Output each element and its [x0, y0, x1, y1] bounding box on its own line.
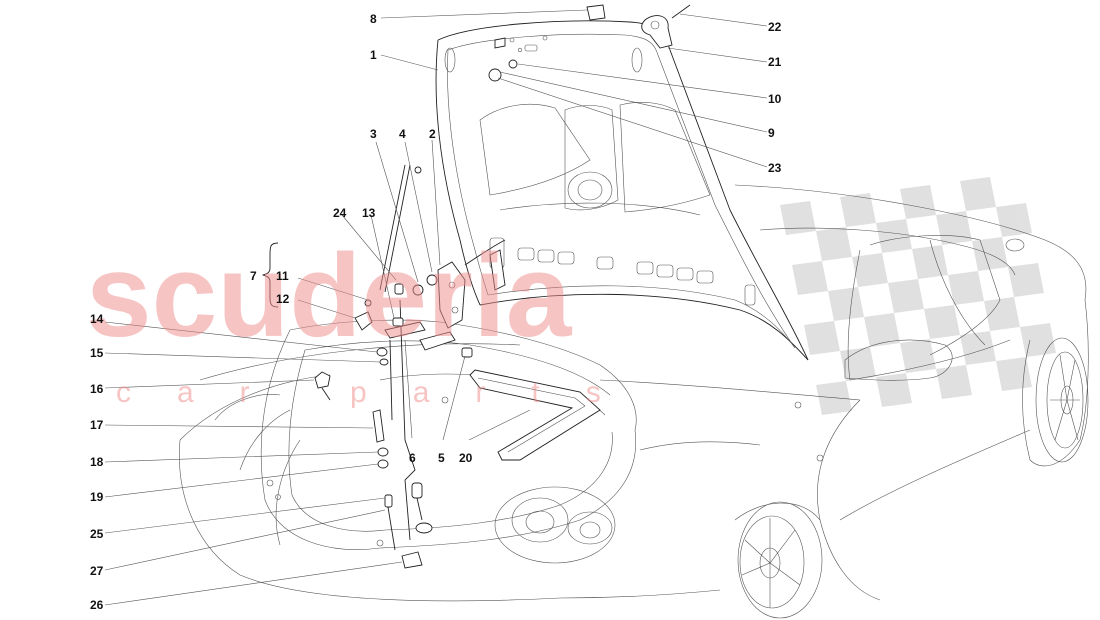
leader-lines: [104, 9, 768, 606]
callout-25: 25: [90, 527, 104, 541]
checker-square: [840, 347, 876, 381]
hood-panel: [435, 20, 809, 361]
callout-23: 23: [768, 161, 782, 175]
callout-26: 26: [90, 598, 104, 612]
callout-20: 20: [459, 451, 473, 465]
callout-7: 7: [250, 269, 257, 283]
callout-11: 11: [276, 269, 289, 283]
callout-8: 8: [370, 12, 377, 26]
checker-square: [816, 227, 852, 261]
watermark-brand: scuderia: [86, 230, 573, 362]
checker-square: [864, 313, 900, 347]
callout-15: 15: [90, 346, 104, 360]
callout-19: 19: [90, 490, 104, 504]
checker-square: [984, 297, 1020, 331]
checker-square: [996, 357, 1032, 391]
checker-square: [804, 321, 840, 355]
hood-vent-slots: [517, 247, 714, 284]
callout-4: 4: [399, 127, 406, 141]
checker-square: [936, 365, 972, 399]
callout-21: 21: [768, 55, 782, 69]
callout-14: 14: [90, 312, 104, 326]
checker-square: [960, 177, 996, 211]
checker-square: [912, 245, 948, 279]
checker-square: [840, 193, 876, 227]
checker-flag-watermark: [780, 177, 1056, 415]
callout-16: 16: [90, 382, 104, 396]
checker-square: [900, 185, 936, 219]
checker-square: [960, 331, 996, 365]
callout-1: 1: [370, 48, 377, 62]
callout-22: 22: [768, 20, 782, 34]
checker-square: [924, 305, 960, 339]
callout-24: 24: [333, 206, 347, 220]
hood-hinge-assembly: [314, 4, 691, 569]
checker-square: [1008, 263, 1044, 297]
checker-square: [876, 373, 912, 407]
callout-13: 13: [362, 206, 376, 220]
checker-square: [876, 219, 912, 253]
callout-27: 27: [90, 564, 104, 578]
callout-9: 9: [768, 126, 775, 140]
callout-10: 10: [768, 92, 782, 106]
callout-2: 2: [429, 127, 436, 141]
callout-labels: 8 1 22 21 10 9 23 3 4 2 24 13 7 11 12 14…: [90, 12, 782, 612]
checker-square: [780, 201, 816, 235]
checker-square: [792, 261, 828, 295]
callout-18: 18: [90, 455, 104, 469]
callout-12: 12: [276, 292, 290, 306]
car-body-outline: [179, 184, 1089, 619]
watermark-text: scuderia car parts: [86, 230, 647, 409]
callout-6: 6: [409, 451, 416, 465]
checker-square: [996, 203, 1032, 237]
checker-square: [900, 339, 936, 373]
checker-square: [948, 271, 984, 305]
checker-square: [888, 279, 924, 313]
checker-square: [828, 287, 864, 321]
checker-square: [972, 237, 1008, 271]
checker-square: [936, 211, 972, 245]
callout-5: 5: [438, 451, 445, 465]
trunk-seal: [469, 369, 601, 461]
checker-square: [1020, 323, 1056, 357]
callout-17: 17: [90, 418, 104, 432]
callout-3: 3: [370, 127, 377, 141]
watermark-sub: car parts: [116, 376, 647, 409]
checker-square: [852, 253, 888, 287]
